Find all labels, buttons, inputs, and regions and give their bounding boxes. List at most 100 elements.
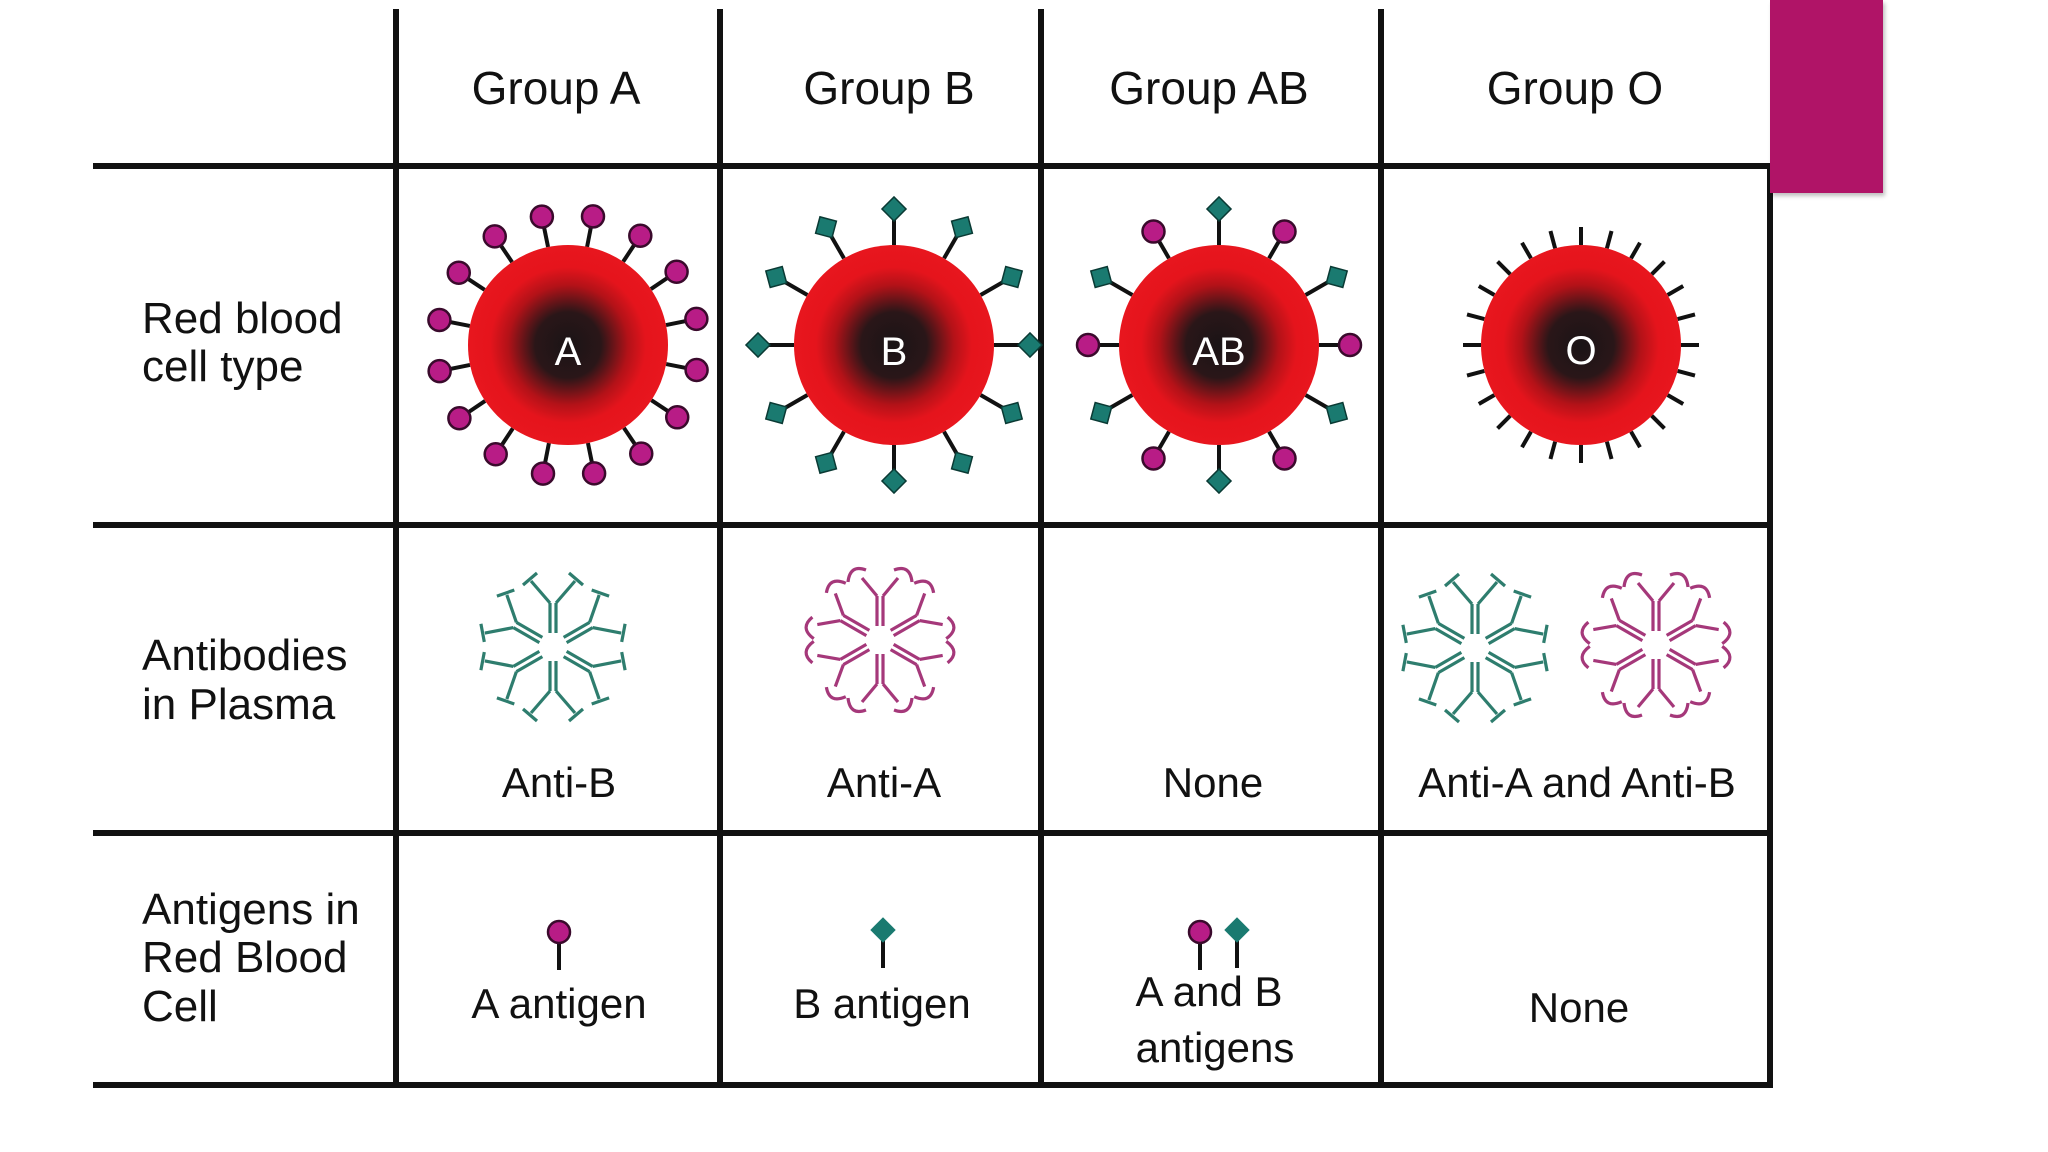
spike-icon bbox=[1629, 430, 1642, 449]
a-antigen-icon bbox=[1141, 219, 1171, 260]
spike-icon bbox=[1677, 368, 1696, 378]
antibody-captions: Anti-B Anti-A None Anti-A and Anti-B bbox=[502, 759, 1736, 806]
rbc-row bbox=[427, 195, 1699, 495]
antibody-icon bbox=[1580, 644, 1647, 706]
a-antigen-icon bbox=[529, 204, 555, 248]
antibody-icon bbox=[1484, 589, 1549, 645]
caption-anti-b: Anti-B bbox=[502, 759, 616, 806]
antibody-icon bbox=[521, 571, 585, 633]
row-label-antigens-line3: Cell bbox=[142, 982, 218, 1031]
rbc-letter-ab: AB bbox=[1192, 330, 1245, 374]
antibody-icon bbox=[1622, 571, 1690, 631]
b-antigen-icon bbox=[1304, 393, 1349, 425]
antibody-icon bbox=[521, 661, 585, 723]
caption-a-antigen: A antigen bbox=[471, 980, 646, 1027]
caption-anti-a-and-anti-b: Anti-A and Anti-B bbox=[1418, 759, 1736, 806]
rbc-b bbox=[744, 195, 1044, 495]
antibody-icon bbox=[1443, 572, 1507, 634]
antibody-icon bbox=[846, 654, 914, 714]
b-antigen-icon bbox=[814, 430, 846, 475]
antibody-icon bbox=[1484, 651, 1549, 707]
row-label-antibodies-line1: Antibodies bbox=[142, 631, 347, 680]
spike-icon bbox=[1650, 260, 1666, 276]
spike-icon bbox=[1650, 414, 1666, 430]
b-antigen-icon bbox=[1089, 265, 1134, 297]
antibody-icon bbox=[562, 588, 627, 644]
b-antigen-icon bbox=[1205, 195, 1233, 245]
spike-icon bbox=[1477, 284, 1496, 297]
spike-icon bbox=[1496, 414, 1512, 430]
spike-icon bbox=[1520, 430, 1533, 449]
spike-icon bbox=[1548, 441, 1558, 460]
rbc-ab bbox=[1075, 195, 1363, 495]
anti-b-antibody-cluster-o bbox=[1401, 572, 1549, 724]
rbc-body bbox=[1481, 245, 1681, 445]
antibody-row bbox=[479, 566, 1732, 724]
rbc-o bbox=[1463, 227, 1699, 463]
rbc-body bbox=[1119, 245, 1319, 445]
antibody-icon bbox=[1580, 584, 1647, 646]
b-antigen-icon bbox=[764, 265, 809, 297]
b-antigen-icon bbox=[744, 331, 794, 359]
a-antigen-icon bbox=[447, 399, 487, 431]
b-antigen-icon bbox=[942, 430, 974, 475]
a-antigen-icon bbox=[622, 426, 654, 466]
a-antigen-icon bbox=[1267, 219, 1297, 260]
a-antigen-icon bbox=[530, 442, 556, 486]
b-antigen-icon bbox=[994, 331, 1044, 359]
a-antigen-icon bbox=[483, 427, 515, 467]
rbc-body bbox=[794, 245, 994, 445]
a-antigen-icon bbox=[427, 307, 471, 333]
b-antigen-icon bbox=[870, 917, 896, 968]
a-antigen-icon bbox=[580, 204, 606, 248]
b-antigen-icon bbox=[1304, 265, 1349, 297]
rbc-letter-b: B bbox=[881, 330, 908, 374]
spike-icon bbox=[1666, 284, 1685, 297]
b-antigen-icon bbox=[942, 215, 974, 260]
b-antigen-icon bbox=[979, 265, 1024, 297]
b-antigen-icon bbox=[880, 195, 908, 245]
spike-icon bbox=[1520, 241, 1533, 260]
spike-icon bbox=[1666, 393, 1685, 406]
row-label-antigens-line1: Antigens in bbox=[142, 885, 360, 934]
a-antigen-icon bbox=[546, 919, 572, 970]
b-antigen-icon bbox=[1089, 393, 1134, 425]
antibody-icon bbox=[562, 650, 627, 706]
table-grid bbox=[93, 9, 1773, 1088]
header-row: Group A Group B Group AB Group O bbox=[472, 62, 1664, 114]
spike-icon bbox=[1466, 368, 1485, 378]
a-antigen-icon bbox=[621, 223, 653, 263]
a-antigen-icon bbox=[427, 358, 471, 384]
antibody-icon bbox=[804, 639, 871, 701]
a-antigen-icon bbox=[649, 259, 689, 291]
b-antigen-icon bbox=[814, 215, 846, 260]
a-antigen-icon bbox=[1319, 332, 1363, 358]
a-antigen-icon bbox=[665, 306, 709, 332]
caption-ab-antigens-line1: A and B bbox=[1135, 968, 1282, 1015]
antibody-icon bbox=[1401, 589, 1466, 645]
spike-icon bbox=[1629, 241, 1642, 260]
header-group-o: Group O bbox=[1487, 62, 1663, 114]
row-label-antigens-line2: Red Blood bbox=[142, 933, 347, 982]
caption-b-antigen: B antigen bbox=[793, 980, 970, 1027]
spike-icon bbox=[1548, 230, 1558, 249]
rbc-a bbox=[427, 204, 709, 486]
anti-b-antibody-cluster bbox=[479, 571, 627, 723]
antigen-row bbox=[546, 917, 1250, 970]
a-antigen-icon bbox=[1267, 430, 1297, 471]
spike-icon bbox=[1604, 441, 1614, 460]
accent-block bbox=[1770, 0, 1883, 193]
antibody-icon bbox=[1443, 662, 1507, 724]
spike-icon bbox=[1677, 312, 1696, 322]
row-label-rbc-line2: cell type bbox=[142, 342, 303, 391]
antibody-icon bbox=[1401, 651, 1466, 707]
rbc-body bbox=[468, 245, 668, 445]
antigen-captions: A antigen B antigen A and B antigens Non… bbox=[471, 968, 1629, 1071]
a-antigen-icon bbox=[581, 442, 607, 486]
antibody-icon bbox=[1665, 644, 1732, 706]
row-labels: Red blood cell type Antibodies in Plasma… bbox=[142, 294, 360, 1031]
header-group-ab: Group AB bbox=[1109, 62, 1308, 114]
b-antigen-icon bbox=[1205, 445, 1233, 495]
